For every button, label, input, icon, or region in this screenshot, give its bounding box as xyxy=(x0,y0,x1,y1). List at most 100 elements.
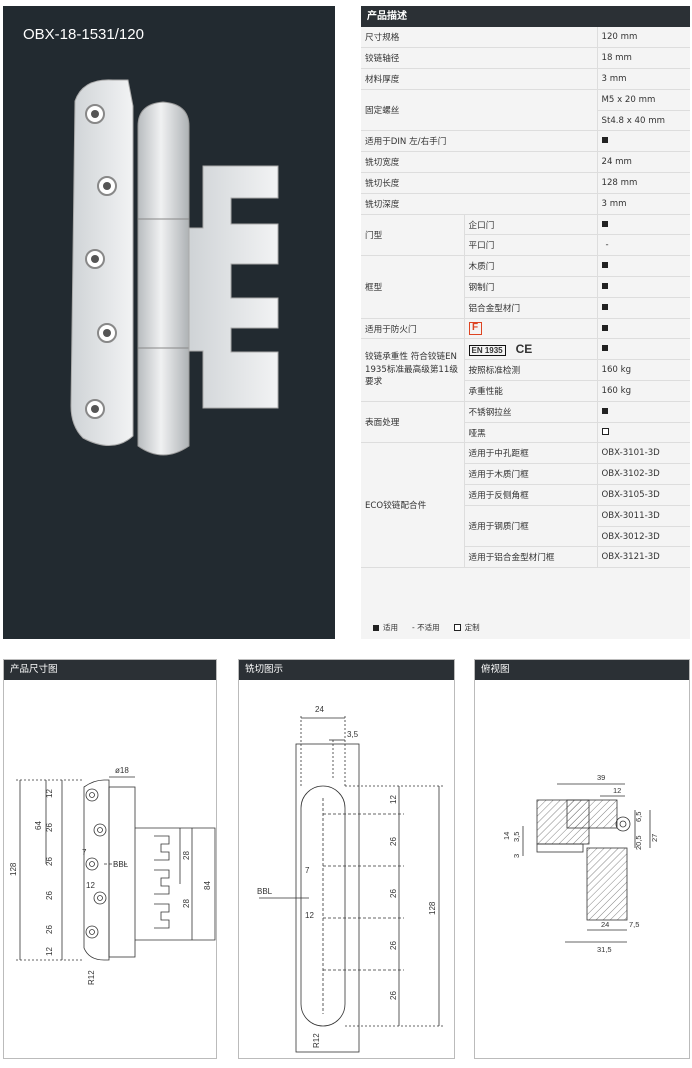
milling-drawing: 24 3,5 12 26 26 26 26 128 BBL 7 12 R12 xyxy=(257,705,444,1053)
panel-title: 铣切图示 xyxy=(239,660,454,680)
applicable-mark xyxy=(601,324,608,331)
dim-label: 3 xyxy=(512,854,521,858)
applicable-mark xyxy=(601,137,608,144)
dim-label: 31,5 xyxy=(597,945,612,954)
spec-label: 适用于防火门 xyxy=(361,318,464,340)
applicable-mark xyxy=(601,220,608,227)
product-photo: OBX-18-1531/120 xyxy=(3,6,335,639)
hinge-image xyxy=(70,79,279,456)
custom-mark xyxy=(453,624,461,631)
dim-label: 3,5 xyxy=(347,730,359,739)
spec-sublabel: 适用于中孔距框 xyxy=(463,442,597,465)
top-view-drawing: 39 12 6,5 20,5 27 14 3,5 3 24 7,5 31,5 xyxy=(502,773,659,954)
dim-label: 26 xyxy=(389,941,398,950)
dim-label: BBL xyxy=(257,887,273,896)
spec-sublabel: 钢制门 xyxy=(463,276,597,298)
panel-title: 产品尺寸图 xyxy=(4,660,216,680)
spec-value: 160 kg xyxy=(596,359,690,382)
spec-value: 24 mm xyxy=(596,151,690,174)
spec-sublabel: 按照标准检测 xyxy=(463,359,597,382)
dim-label: R12 xyxy=(87,970,96,985)
spec-sublabel: 企口门 xyxy=(463,214,597,236)
spec-sublabel: 木质门 xyxy=(463,255,597,278)
spec-value: 160 kg xyxy=(596,380,690,402)
spec-sublabel: 平口门 xyxy=(463,234,597,257)
dim-label: 27 xyxy=(650,834,659,842)
dim-label: 14 xyxy=(502,832,511,840)
custom-mark xyxy=(601,427,609,435)
dim-label: 3,5 xyxy=(512,832,521,842)
dim-label: 12 xyxy=(613,786,621,795)
en1935-badge: EN 1935 xyxy=(468,345,506,357)
model-number: OBX-18-1531/120 xyxy=(23,26,144,43)
spec-label: 铣切宽度 xyxy=(361,151,597,174)
dim-label: 26 xyxy=(45,925,54,934)
dim-label: 24 xyxy=(315,705,324,714)
spec-value: OBX-3012-3D xyxy=(596,526,690,548)
spec-sublabel: 承重性能 xyxy=(463,380,597,402)
spec-value: St4.8 x 40 mm xyxy=(596,110,690,132)
spec-sublabel: 适用于反侧角框 xyxy=(463,484,597,506)
spec-value: 128 mm xyxy=(596,172,690,194)
dim-label: 20,5 xyxy=(634,835,643,850)
fire-door-icon: F xyxy=(468,322,482,336)
spec-label: 铣切长度 xyxy=(361,172,597,194)
spec-label: ECO铰链配合件 xyxy=(361,442,464,569)
spec-label: 铰链轴径 xyxy=(361,47,597,70)
top-view-panel: 俯视图 39 12 6,5 20,5 27 14 3,5 3 24 7,5 31… xyxy=(474,659,690,1059)
dim-label: 26 xyxy=(45,823,54,832)
dim-label: ø18 xyxy=(115,766,129,775)
spec-sublabel: 哑黑 xyxy=(463,422,597,444)
dimension-drawing: ø18 12 26 26 26 26 12 64 128 7 12 BBL 28… xyxy=(9,766,216,985)
spec-value: OBX-3102-3D xyxy=(596,463,690,486)
dim-label: BBL xyxy=(113,860,129,869)
spec-label: 铣切深度 xyxy=(361,193,597,215)
dim-label: 7,5 xyxy=(629,920,639,929)
spec-sublabel: 不锈钢拉丝 xyxy=(463,401,597,423)
dim-label: 26 xyxy=(389,991,398,1000)
dim-label: 12 xyxy=(45,947,54,956)
applicable-mark xyxy=(601,407,608,414)
spec-label: 尺寸规格 xyxy=(361,27,597,49)
dim-label: 7 xyxy=(305,866,310,875)
spec-value: OBX-3101-3D xyxy=(596,442,690,465)
dim-label: 64 xyxy=(34,821,43,830)
ce-mark-icon: CE xyxy=(515,342,533,357)
spec-label: 门型 xyxy=(361,214,464,257)
spec-title: 产品描述 xyxy=(361,6,690,27)
dimension-drawing-panel: 产品尺寸图 ø18 12 26 26 26 26 12 64 128 xyxy=(3,659,217,1059)
dim-label: R12 xyxy=(312,1033,321,1048)
spec-value: OBX-3105-3D xyxy=(596,484,690,506)
applicable-mark xyxy=(601,345,608,352)
spec-label: 表面处理 xyxy=(361,401,464,444)
applicable-mark xyxy=(601,303,608,310)
spec-value: M5 x 20 mm xyxy=(596,89,690,111)
spec-sublabel: 适用于木质门框 xyxy=(463,463,597,486)
spec-value: 18 mm xyxy=(596,47,690,70)
legend: 适用 - 不适用 定制 xyxy=(373,622,480,633)
applicable-mark xyxy=(601,262,608,269)
dim-label: 26 xyxy=(389,837,398,846)
legend-custom: 定制 xyxy=(464,623,480,632)
dim-label: 26 xyxy=(389,889,398,898)
spec-value: - xyxy=(596,234,690,257)
spec-label: 适用于DIN 左/右手门 xyxy=(361,130,597,153)
dim-label: 128 xyxy=(9,862,18,876)
milling-drawing-panel: 铣切图示 24 3,5 12 26 26 26 26 128 BBL 7 xyxy=(238,659,455,1059)
spec-sublabel: 适用于钢质门框 xyxy=(463,505,597,548)
spec-value: 3 mm xyxy=(596,193,690,215)
dim-label: 26 xyxy=(45,857,54,866)
legend-applicable: 适用 xyxy=(383,623,398,632)
spec-label: 固定螺丝 xyxy=(361,89,597,132)
dim-label: 12 xyxy=(389,795,398,804)
spec-value: 3 mm xyxy=(596,68,690,90)
spec-value: OBX-3011-3D xyxy=(596,505,690,527)
legend-not-applicable: - 不适用 xyxy=(412,623,440,632)
spec-label: 铰链承重性 符合铰链EN 1935标准最高级第11级要求 xyxy=(361,338,464,402)
panel-title: 俯视图 xyxy=(475,660,689,680)
applicable-mark xyxy=(601,282,608,289)
dim-label: 24 xyxy=(601,920,609,929)
dim-label: 7 xyxy=(82,848,87,857)
spec-label: 材料厚度 xyxy=(361,68,597,90)
